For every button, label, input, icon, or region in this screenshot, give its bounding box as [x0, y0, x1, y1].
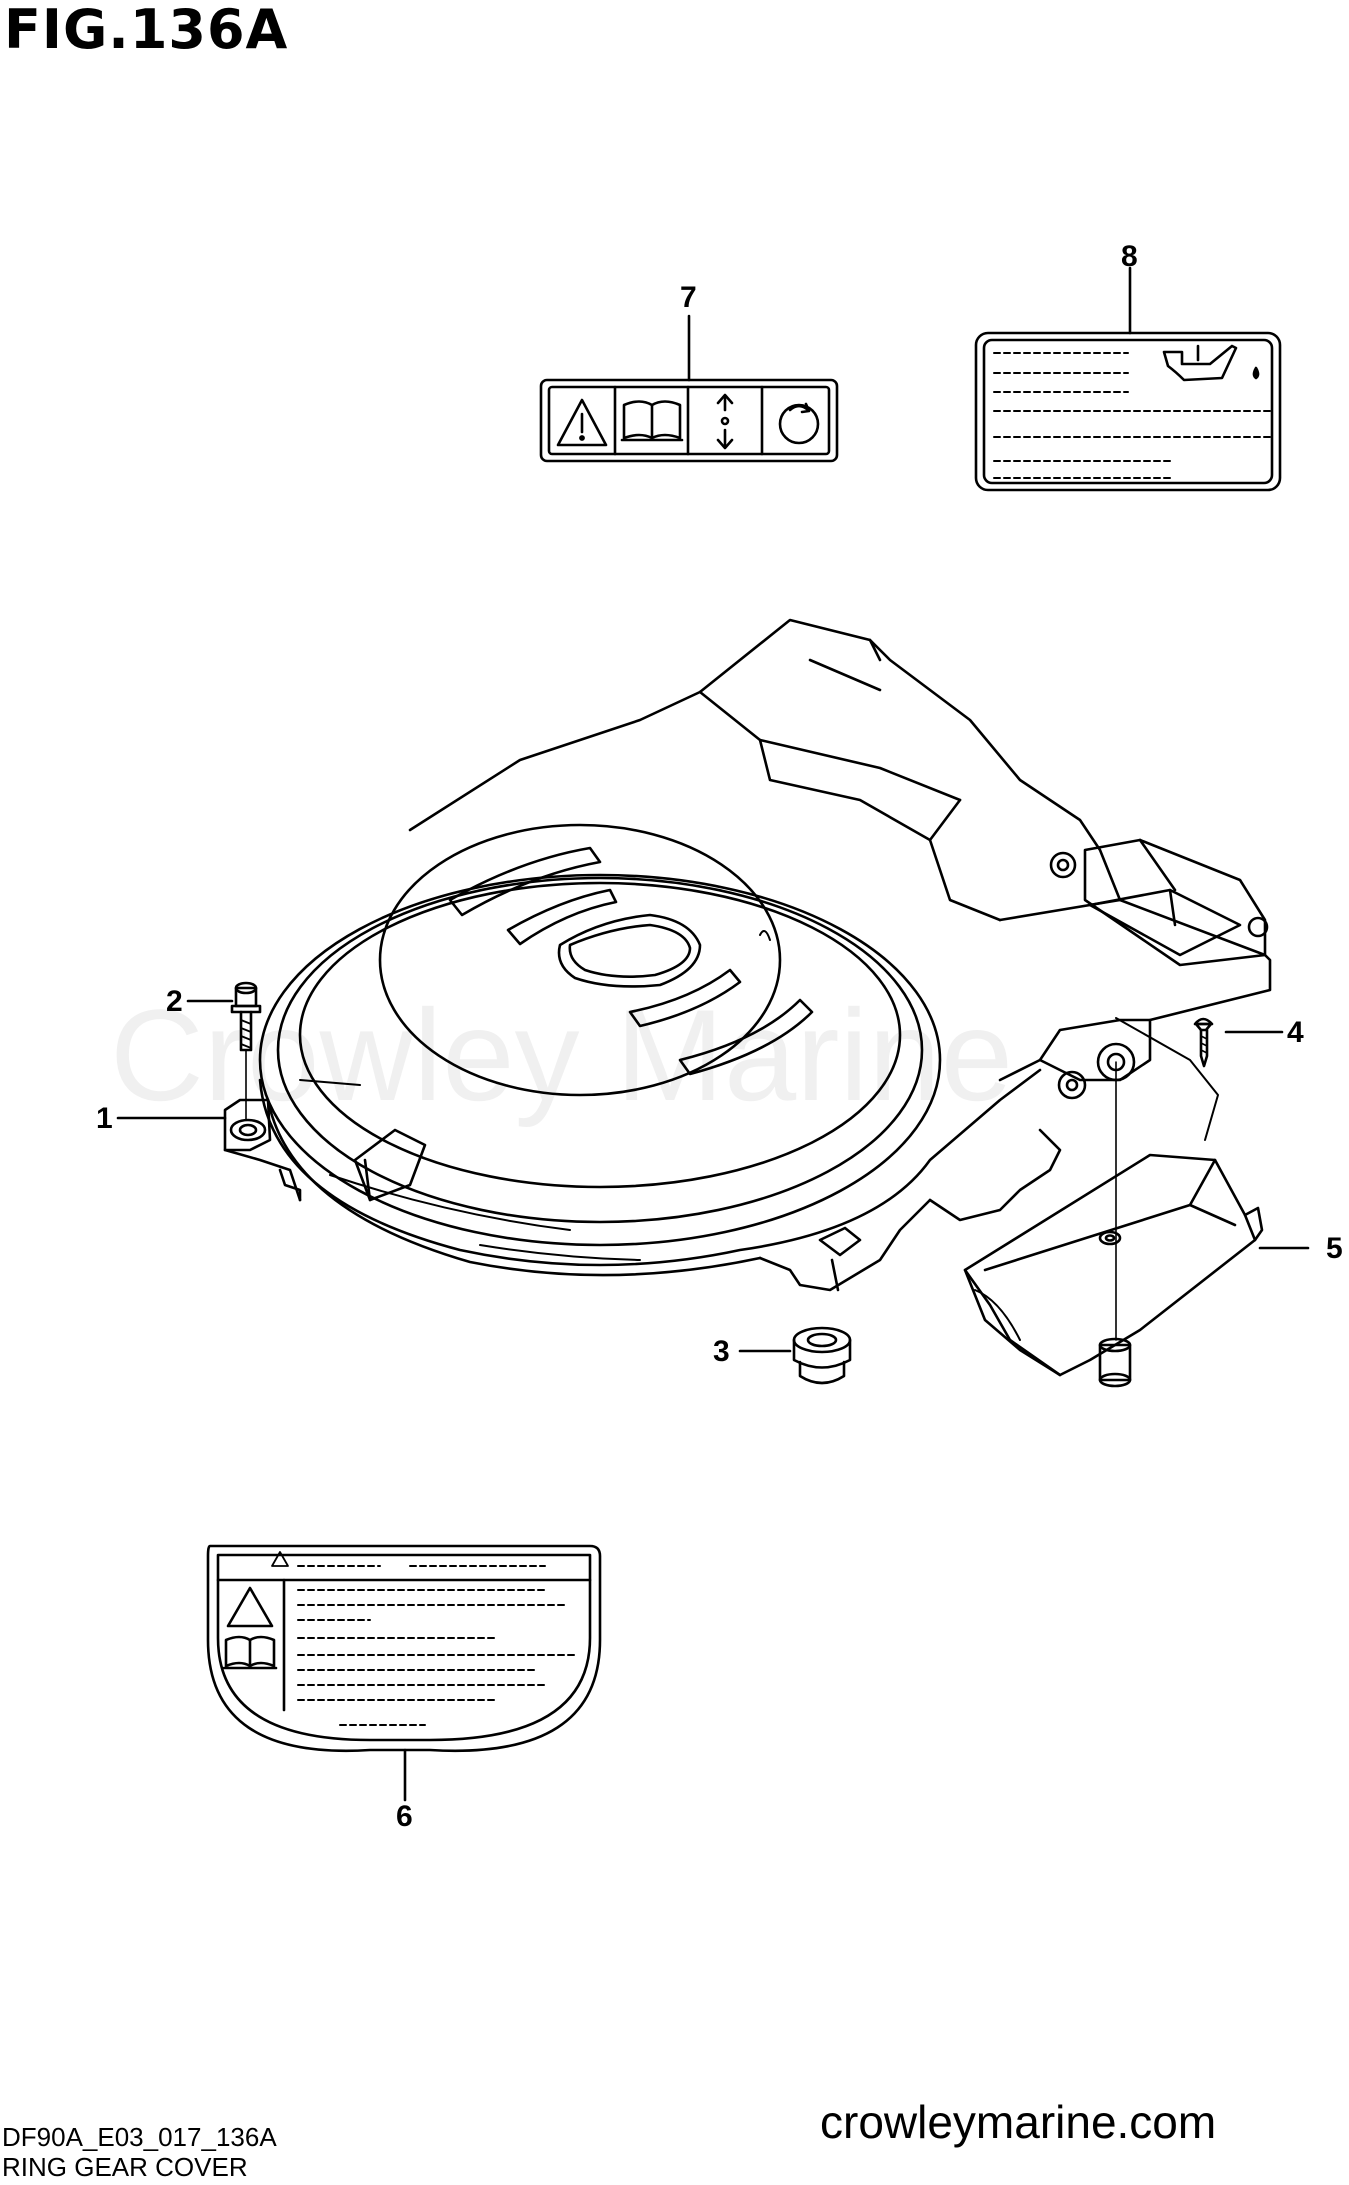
- callout-7: 7: [680, 281, 697, 314]
- label-8-oil-label: [974, 331, 1282, 492]
- figure-caption: RING GEAR COVER: [2, 2152, 248, 2182]
- manual-book-icon: [620, 400, 684, 442]
- callout-5: 5: [1326, 1232, 1343, 1265]
- plate-part-5: [963, 1153, 1264, 1388]
- up-down-arrow-icon: [716, 393, 734, 450]
- warning-triangle-icon: [226, 1586, 274, 1628]
- callout-2: 2: [166, 985, 183, 1018]
- figure-title: FIG.136A: [4, 0, 289, 61]
- figure-code: DF90A_E03_017_136A: [2, 2122, 277, 2152]
- screw-part-4: [1193, 1017, 1214, 1068]
- callout-6: 6: [396, 1800, 413, 1833]
- rotation-icon: [778, 402, 820, 445]
- bolt-part-2: [230, 981, 262, 1121]
- manual-book-icon: [222, 1635, 278, 1670]
- grommet-part-3: [792, 1326, 852, 1385]
- callout-3: 3: [713, 1335, 730, 1368]
- label-7-warning-strip: [539, 378, 839, 463]
- ring-gear-cover: [223, 618, 1272, 1292]
- warning-triangle-icon: [556, 398, 608, 447]
- oil-can-icon: [1162, 344, 1260, 382]
- label-6-warning-label: [206, 1544, 602, 1753]
- callout-4: 4: [1287, 1016, 1304, 1049]
- callout-8: 8: [1121, 240, 1138, 273]
- website-link[interactable]: crowleymarine.com: [820, 2096, 1217, 2148]
- callout-1: 1: [96, 1102, 113, 1135]
